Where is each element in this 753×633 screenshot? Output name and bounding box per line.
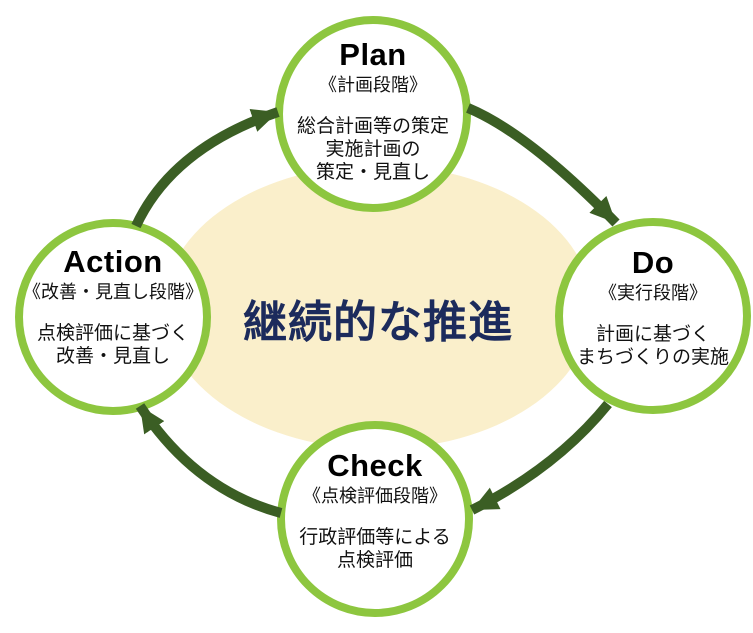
action-circle [15, 219, 211, 415]
plan-title: Plan [339, 37, 407, 72]
arrow-check-to-action [135, 403, 283, 518]
node-plan: Plan 《計画段階》 総合計画等の策定 実施計画の 策定・見直し [278, 37, 468, 185]
arrow-do-to-check [469, 400, 612, 515]
check-description: 行政評価等による 点検評価 [299, 527, 451, 571]
do-circle [555, 218, 751, 414]
do-stage-label: 《実行段階》 [599, 282, 707, 303]
action-stage-label: 《改善・見直し段階》 [23, 281, 203, 302]
node-do: Do 《実行段階》 計画に基づく まちづくりの実施 [558, 245, 748, 370]
do-description: 計画に基づく まちづくりの実施 [576, 324, 729, 368]
action-title: Action [63, 244, 163, 279]
arrow-action-to-plan [131, 107, 280, 229]
center-ellipse [164, 165, 592, 449]
check-title: Check [327, 448, 423, 483]
center-label: 継続的な推進 [243, 298, 513, 347]
node-action: Action 《改善・見直し段階》 点検評価に基づく 改善・見直し [18, 244, 208, 369]
plan-circle [275, 16, 471, 212]
check-circle [277, 421, 473, 617]
check-stage-label: 《点検評価段階》 [303, 485, 447, 506]
action-description: 点検評価に基づく 改善・見直し [36, 323, 189, 367]
node-check: Check 《点検評価段階》 行政評価等による 点検評価 [280, 448, 470, 573]
plan-stage-label: 《計画段階》 [319, 74, 427, 95]
arrow-plan-to-do [466, 103, 620, 227]
plan-description: 総合計画等の策定 実施計画の 策定・見直し [296, 116, 449, 183]
do-title: Do [631, 245, 675, 280]
